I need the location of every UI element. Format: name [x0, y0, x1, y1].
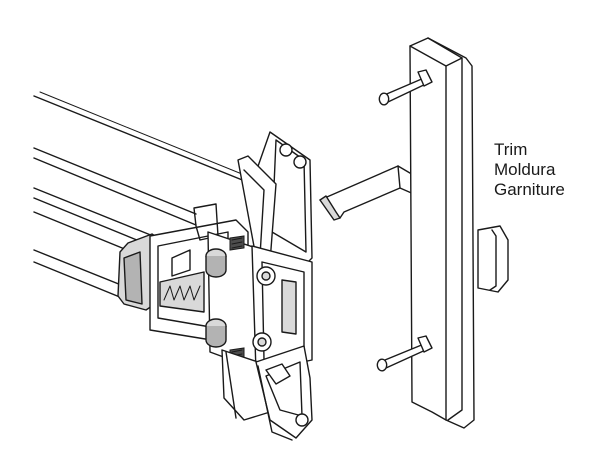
- mounting-stud-top: [378, 69, 433, 106]
- small-screw-top: [229, 235, 245, 251]
- upper-latch-plate: [237, 131, 313, 271]
- mounting-stud-bottom: [376, 335, 433, 372]
- exit-device-rail: [33, 91, 265, 303]
- callout-label: Trim Moldura Garniture: [494, 140, 565, 200]
- trim-plate: [409, 37, 475, 429]
- callout-line-spanish: Moldura: [494, 160, 556, 179]
- callout-line-french: Garniture: [494, 180, 565, 199]
- mechanism-screws: [205, 235, 245, 363]
- lower-latch-plate: [221, 345, 313, 441]
- callout-line-english: Trim: [494, 140, 528, 159]
- trim-rose: [477, 225, 509, 293]
